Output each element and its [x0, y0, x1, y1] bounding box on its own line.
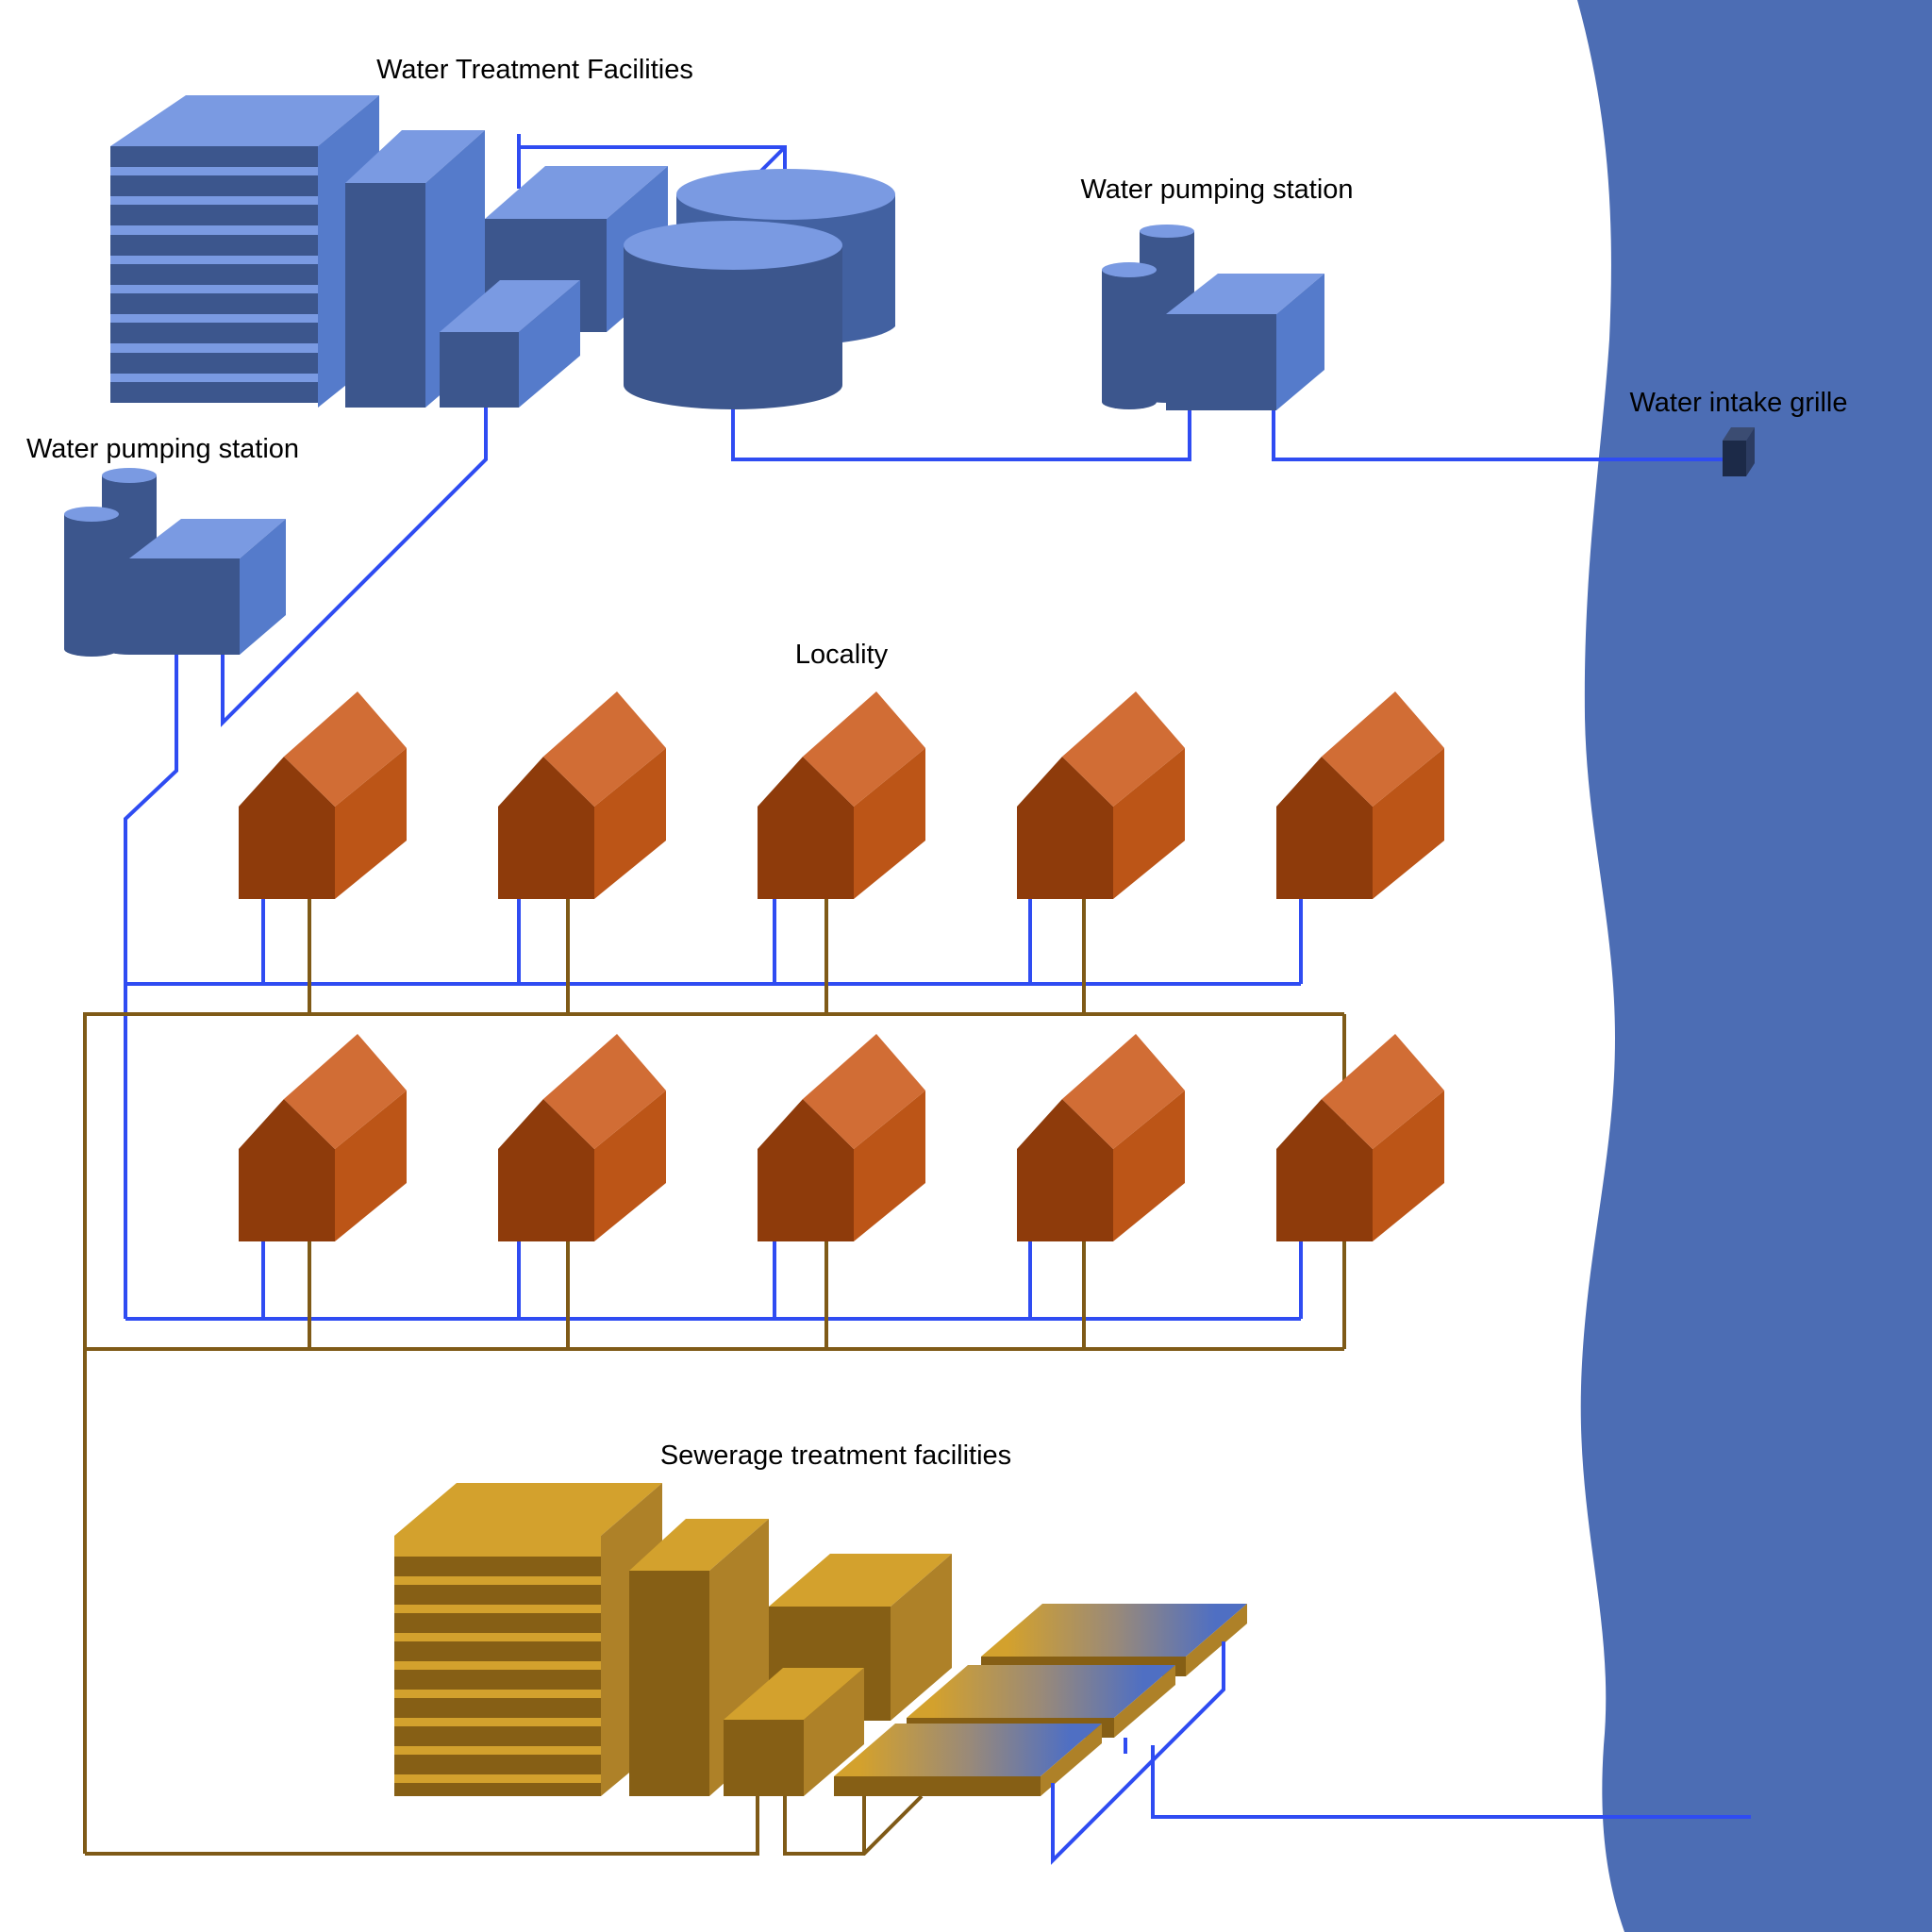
- sewage-layered-building: [394, 1483, 662, 1796]
- house: [1017, 691, 1185, 899]
- pipe-left-pumping-to-locality: [124, 655, 178, 1319]
- house: [239, 1034, 407, 1241]
- sewage-middle-block: [769, 1554, 952, 1607]
- label-intake-grille: Water intake grille: [1629, 388, 1847, 418]
- label-pumping-station-top: Water pumping station: [1080, 175, 1353, 205]
- house: [498, 691, 666, 899]
- sewage-front-block: [724, 1668, 864, 1720]
- sewage-tower: [629, 1519, 769, 1571]
- house: [1017, 1034, 1185, 1241]
- treatment-tank-front: [624, 221, 842, 409]
- house: [1276, 1034, 1444, 1241]
- water-treatment-facilities: [110, 95, 895, 409]
- river: [1577, 0, 1932, 1932]
- locality-houses: [239, 691, 1444, 1241]
- sewage-pipes: [83, 898, 1346, 1856]
- treatment-layered-building: [110, 95, 379, 408]
- house: [498, 1034, 666, 1241]
- label-locality: Locality: [795, 640, 889, 670]
- house: [239, 691, 407, 899]
- sewer-main: [83, 1012, 1344, 1854]
- treatment-front-block: [440, 280, 580, 332]
- house: [758, 691, 925, 899]
- pipe-pumping-to-treatment: [731, 408, 1191, 461]
- house: [1276, 691, 1444, 899]
- label-water-treatment: Water Treatment Facilities: [376, 55, 693, 85]
- label-sewerage-treatment: Sewerage treatment facilities: [660, 1441, 1011, 1471]
- water-intake-grille: [1723, 427, 1755, 476]
- treatment-tower: [345, 130, 485, 183]
- pipe-treatment-to-left-pumping: [221, 408, 488, 727]
- house: [758, 1034, 925, 1241]
- treatment-middle-block: [485, 166, 668, 219]
- pipe-intake-to-pumping: [1272, 409, 1726, 461]
- settling-bed-front: [834, 1724, 1102, 1796]
- water-pumping-station-top: [1102, 225, 1324, 410]
- water-pumping-station-left: [64, 468, 286, 657]
- sewerage-treatment-facilities: [394, 1483, 1247, 1860]
- label-pumping-station-left: Water pumping station: [26, 434, 299, 464]
